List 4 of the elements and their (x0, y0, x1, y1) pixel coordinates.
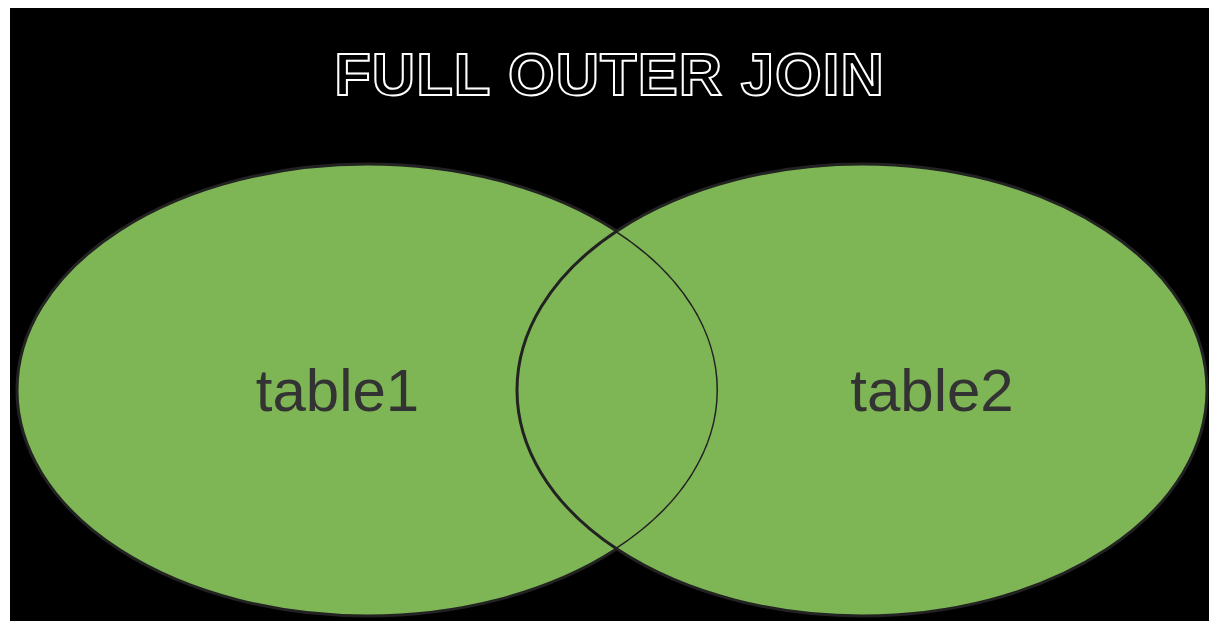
set-label: table1 (255, 355, 420, 425)
set-label: table2 (850, 355, 1014, 425)
title: FULL OUTER JOIN (334, 40, 885, 109)
venn-ellipse (515, 162, 1209, 618)
